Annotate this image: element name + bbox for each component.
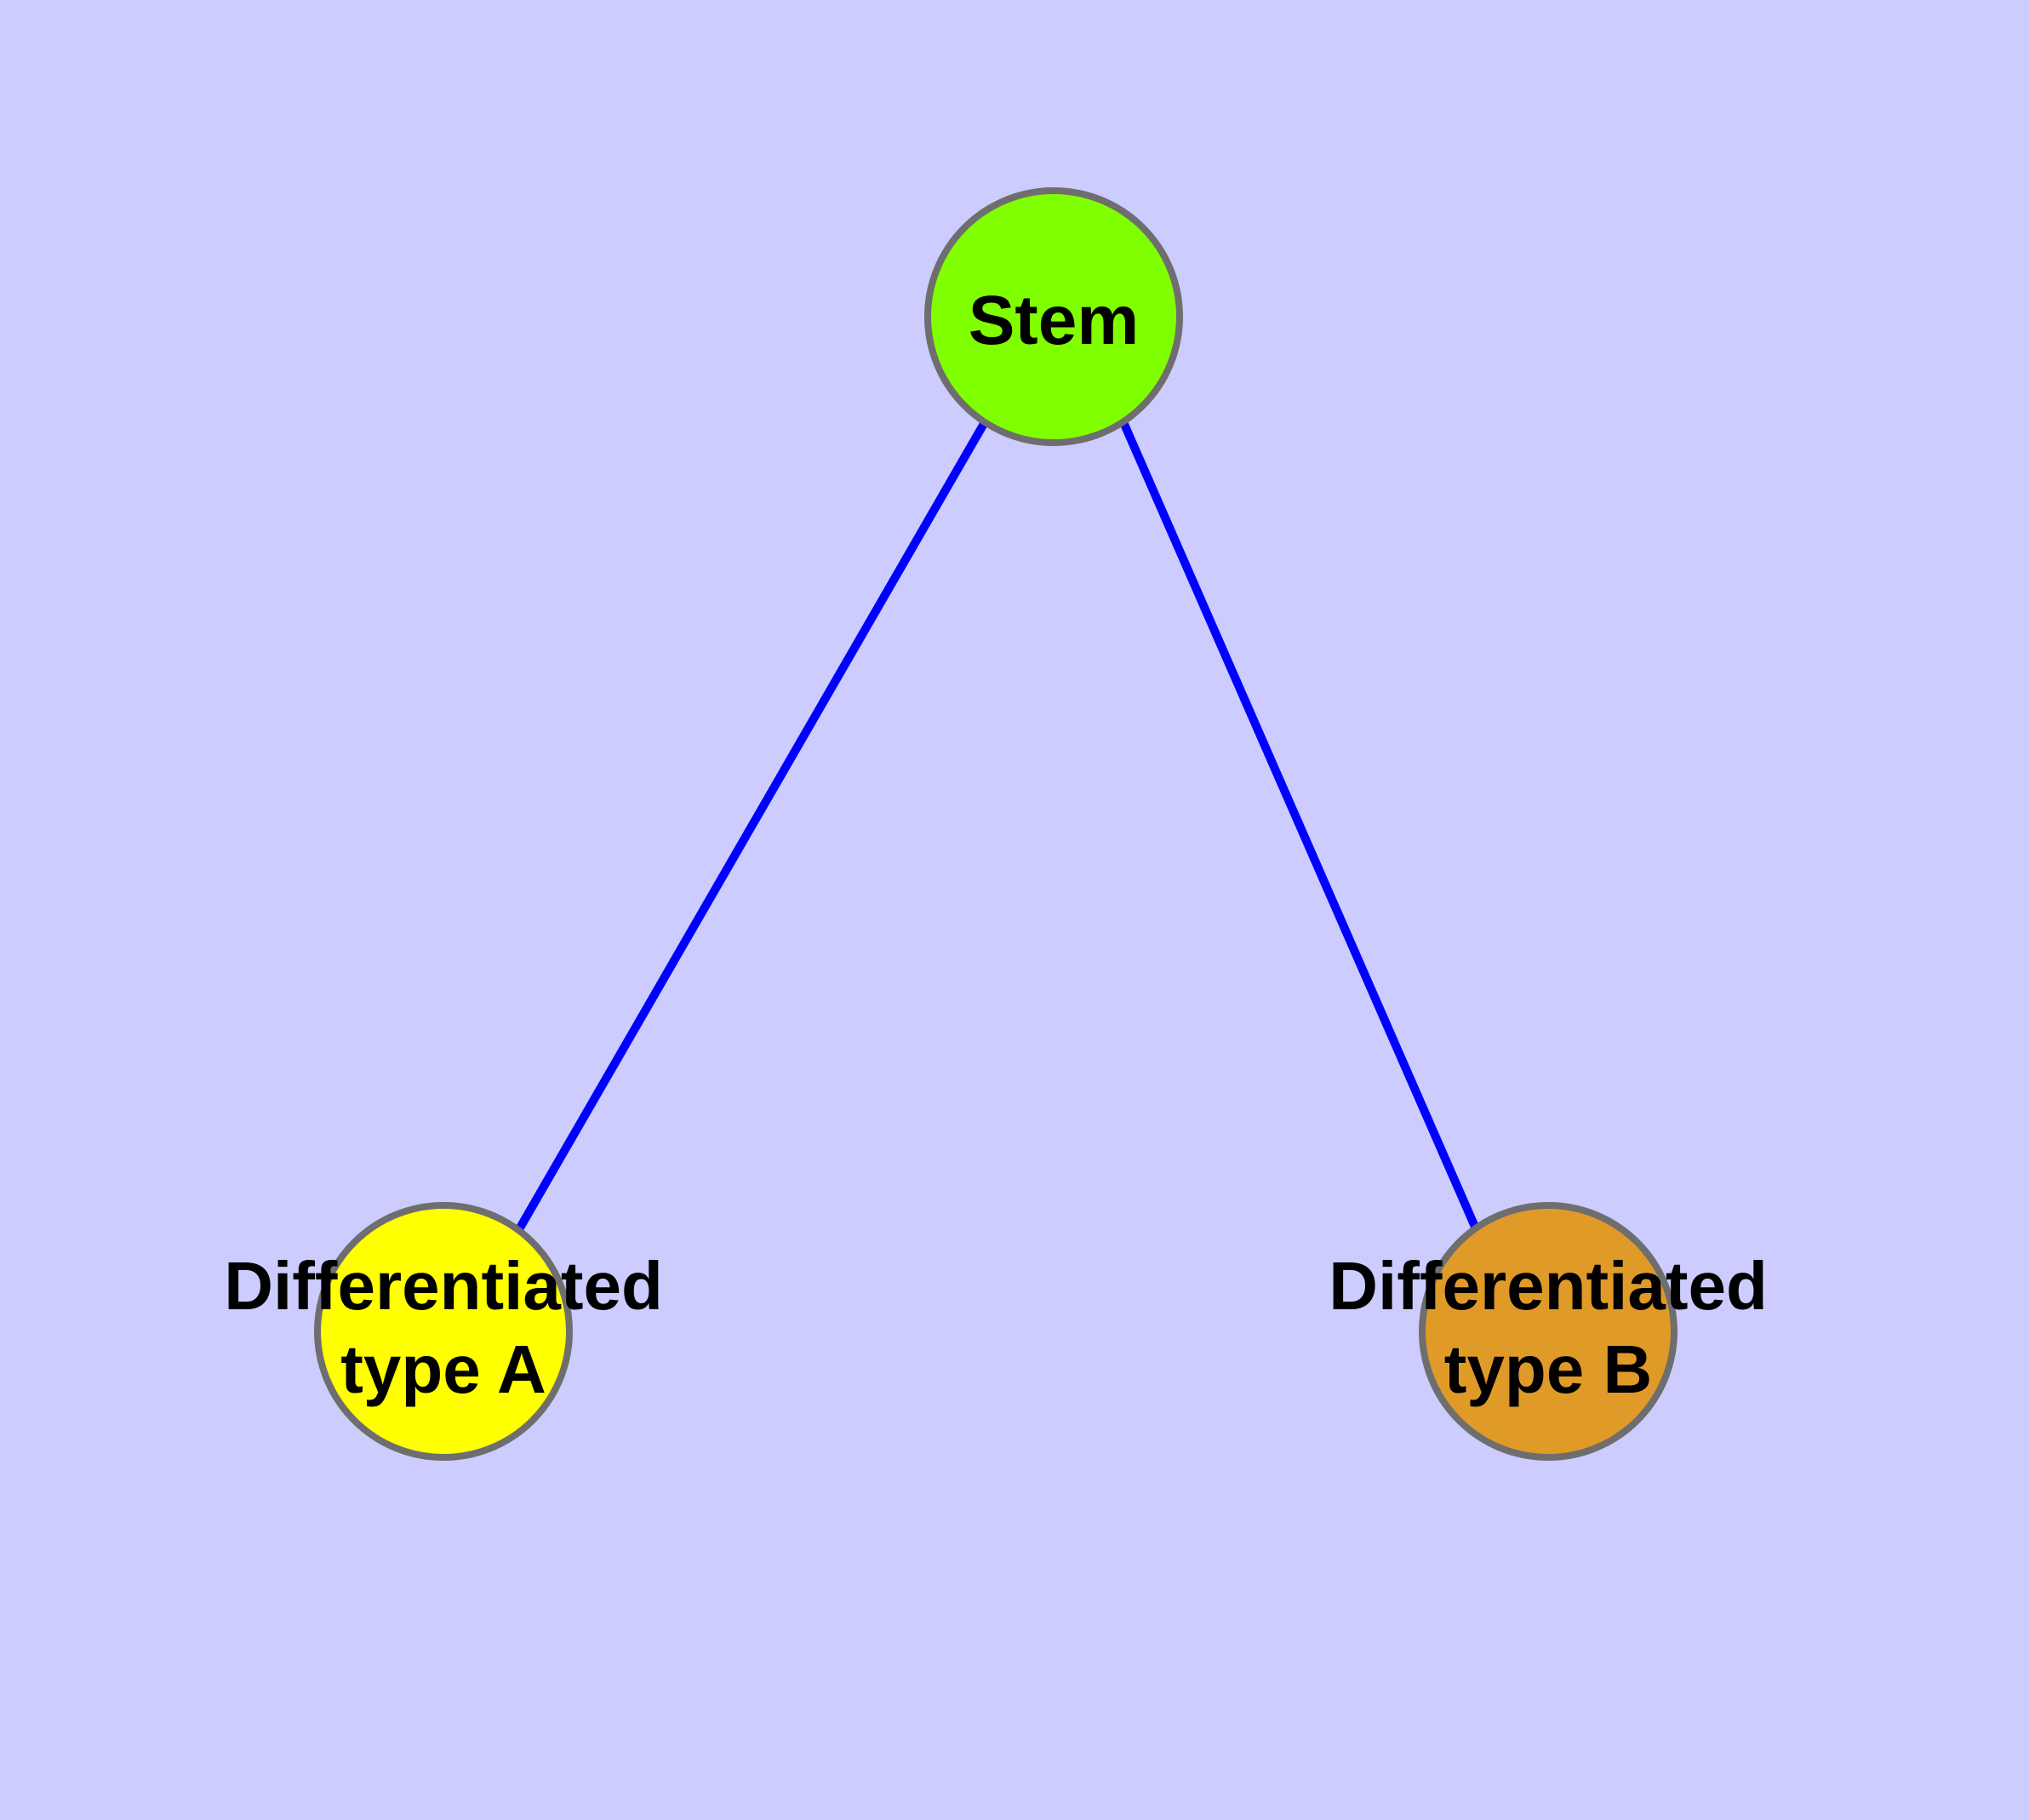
node-differentiated-type-a-circle[interactable]: [314, 1202, 573, 1461]
edge-stem-to-differentiated-type-b[interactable]: [1119, 420, 1479, 1229]
node-label-line: Stem: [969, 282, 1140, 359]
node-stem-circle[interactable]: [924, 187, 1183, 446]
node-label-line: Differentiated: [1329, 1248, 1768, 1324]
node-label-line: type A: [340, 1331, 546, 1407]
node-differentiated-type-b-circle[interactable]: [1419, 1202, 1677, 1461]
node-label-line: Differentiated: [224, 1248, 663, 1324]
node-stem-label: Stem: [969, 282, 1140, 359]
edge-stem-to-differentiated-type-a[interactable]: [515, 420, 989, 1232]
node-stem[interactable]: Stem: [924, 187, 1183, 446]
node-label-line: type B: [1444, 1331, 1653, 1407]
edge-layer: [515, 420, 1479, 1232]
